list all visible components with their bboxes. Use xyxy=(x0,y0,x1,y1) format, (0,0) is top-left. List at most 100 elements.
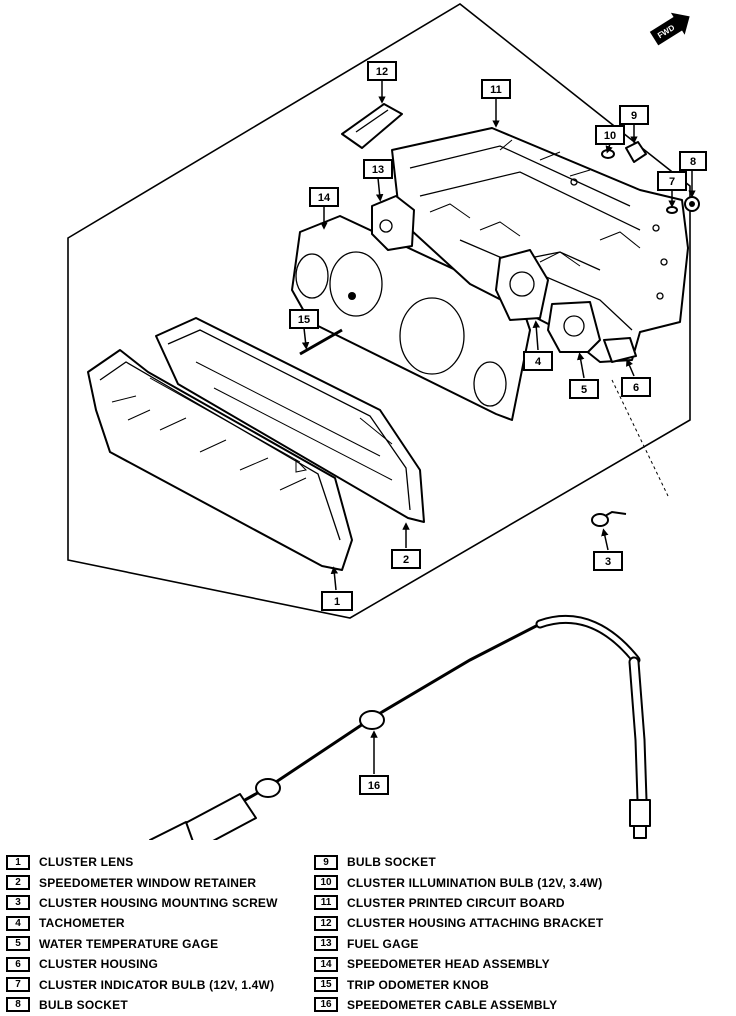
callout-1: 1 xyxy=(321,566,353,611)
legend-column-left: 1 CLUSTER LENS 2 SPEEDOMETER WINDOW RETAIN… xyxy=(6,852,278,1015)
svg-text:9: 9 xyxy=(631,110,637,122)
callout-15: 15 xyxy=(289,309,319,350)
svg-text:13: 13 xyxy=(372,164,384,176)
legend-item: 10 CLUSTER ILLUMINATION BULB (12V, 3.4W) xyxy=(314,872,603,892)
cluster-housing-mount xyxy=(603,337,637,363)
callout-2: 2 xyxy=(391,522,421,569)
svg-text:8: 8 xyxy=(690,156,696,168)
cluster-indicator-bulb xyxy=(666,206,678,214)
fuel-gage xyxy=(371,195,415,251)
legend-item: 3 CLUSTER HOUSING MOUNTING SCREW xyxy=(6,893,278,913)
cluster-housing-attaching-bracket xyxy=(341,103,403,149)
legend-item: 7 CLUSTER INDICATOR BULB (12V, 1.4W) xyxy=(6,974,278,994)
speedometer-head-assembly xyxy=(291,215,531,421)
legend-label: BULB SOCKET xyxy=(39,997,128,1012)
legend-number: 14 xyxy=(314,956,338,972)
legend-number: 1 xyxy=(6,854,30,870)
legend-label: SPEEDOMETER WINDOW RETAINER xyxy=(39,875,257,890)
svg-text:3: 3 xyxy=(605,556,611,568)
legend-label: TACHOMETER xyxy=(39,916,125,931)
svg-text:11: 11 xyxy=(490,84,502,96)
legend-label: SPEEDOMETER CABLE ASSEMBLY xyxy=(347,997,558,1012)
legend-column-right: 9 BULB SOCKET 10 CLUSTER ILLUMINATION BULB… xyxy=(314,852,603,1015)
legend-item: 1 CLUSTER LENS xyxy=(6,852,278,872)
legend-item: 11 CLUSTER PRINTED CIRCUIT BOARD xyxy=(314,893,603,913)
legend-label: CLUSTER PRINTED CIRCUIT BOARD xyxy=(347,895,565,910)
svg-text:1: 1 xyxy=(334,596,340,608)
callout-16: 16 xyxy=(359,730,389,795)
legend-number: 15 xyxy=(314,977,338,993)
legend-label: CLUSTER HOUSING MOUNTING SCREW xyxy=(39,895,278,910)
legend-label: CLUSTER HOUSING xyxy=(39,957,159,972)
callout-4: 4 xyxy=(523,320,553,371)
callout-3: 3 xyxy=(593,528,623,571)
legend-label: CLUSTER LENS xyxy=(39,855,134,870)
svg-text:7: 7 xyxy=(669,176,675,188)
svg-text:15: 15 xyxy=(298,314,310,326)
legend-number: 11 xyxy=(314,895,338,911)
callout-14: 14 xyxy=(309,187,339,230)
speedometer-cable-assembly xyxy=(149,615,651,840)
legend-number: 13 xyxy=(314,936,338,952)
parts-legend: 1 CLUSTER LENS 2 SPEEDOMETER WINDOW RETAIN… xyxy=(0,848,736,1016)
legend-label: CLUSTER HOUSING ATTACHING BRACKET xyxy=(347,916,604,931)
tachometer xyxy=(495,249,549,321)
callout-8: 8 xyxy=(679,151,707,198)
forward-arrow-icon: FWD xyxy=(649,12,690,46)
callout-5: 5 xyxy=(569,352,599,399)
cluster-illumination-bulb xyxy=(601,149,615,159)
svg-text:6: 6 xyxy=(633,382,639,394)
legend-label: CLUSTER ILLUMINATION BULB (12V, 3.4W) xyxy=(347,875,603,890)
svg-text:4: 4 xyxy=(535,356,542,368)
legend-number: 10 xyxy=(314,875,338,891)
legend-number: 9 xyxy=(314,854,338,870)
cluster-lens xyxy=(87,349,353,571)
water-temperature-gage xyxy=(547,301,601,353)
legend-item: 15 TRIP ODOMETER KNOB xyxy=(314,974,603,994)
legend-number: 8 xyxy=(6,997,30,1013)
callout-11: 11 xyxy=(481,79,511,128)
legend-item: 8 BULB SOCKET xyxy=(6,995,278,1015)
legend-label: CLUSTER INDICATOR BULB (12V, 1.4W) xyxy=(39,977,275,992)
legend-number: 4 xyxy=(6,915,30,931)
exploded-view-diagram: FWD xyxy=(67,3,707,840)
speedometer-window-retainer xyxy=(155,317,425,523)
legend-number: 7 xyxy=(6,977,30,993)
svg-text:2: 2 xyxy=(403,554,409,566)
legend-label: BULB SOCKET xyxy=(347,855,436,870)
callout-7: 7 xyxy=(657,171,687,208)
legend-item: 6 CLUSTER HOUSING xyxy=(6,954,278,974)
bulb-socket-9 xyxy=(625,141,647,163)
legend-item: 12 CLUSTER HOUSING ATTACHING BRACKET xyxy=(314,913,603,933)
svg-text:14: 14 xyxy=(318,192,331,204)
assembly-outline xyxy=(67,3,691,619)
legend-number: 12 xyxy=(314,915,338,931)
legend-number: 3 xyxy=(6,895,30,911)
svg-text:10: 10 xyxy=(604,130,616,142)
legend-item: 2 SPEEDOMETER WINDOW RETAINER xyxy=(6,872,278,892)
bulb-socket-8 xyxy=(684,196,700,212)
legend-label: FUEL GAGE xyxy=(347,936,419,951)
callout-9: 9 xyxy=(619,105,649,144)
legend-item: 14 SPEEDOMETER HEAD ASSEMBLY xyxy=(314,954,603,974)
callout-12: 12 xyxy=(367,61,397,104)
legend-label: SPEEDOMETER HEAD ASSEMBLY xyxy=(347,957,550,972)
callout-10: 10 xyxy=(595,125,625,154)
legend-number: 2 xyxy=(6,875,30,891)
svg-text:16: 16 xyxy=(368,780,380,792)
legend-number: 16 xyxy=(314,997,338,1013)
trip-odometer-knob xyxy=(299,328,343,356)
cluster-housing-mounting-screw xyxy=(591,510,627,527)
legend-item: 13 FUEL GAGE xyxy=(314,934,603,954)
svg-text:5: 5 xyxy=(581,384,587,396)
svg-text:12: 12 xyxy=(376,66,388,78)
legend-number: 6 xyxy=(6,956,30,972)
legend-item: 4 TACHOMETER xyxy=(6,913,278,933)
legend-number: 5 xyxy=(6,936,30,952)
callout-13: 13 xyxy=(363,159,393,202)
legend-item: 9 BULB SOCKET xyxy=(314,852,603,872)
legend-item: 16 SPEEDOMETER CABLE ASSEMBLY xyxy=(314,995,603,1015)
callout-6: 6 xyxy=(621,358,651,397)
legend-label: TRIP ODOMETER KNOB xyxy=(347,977,490,992)
